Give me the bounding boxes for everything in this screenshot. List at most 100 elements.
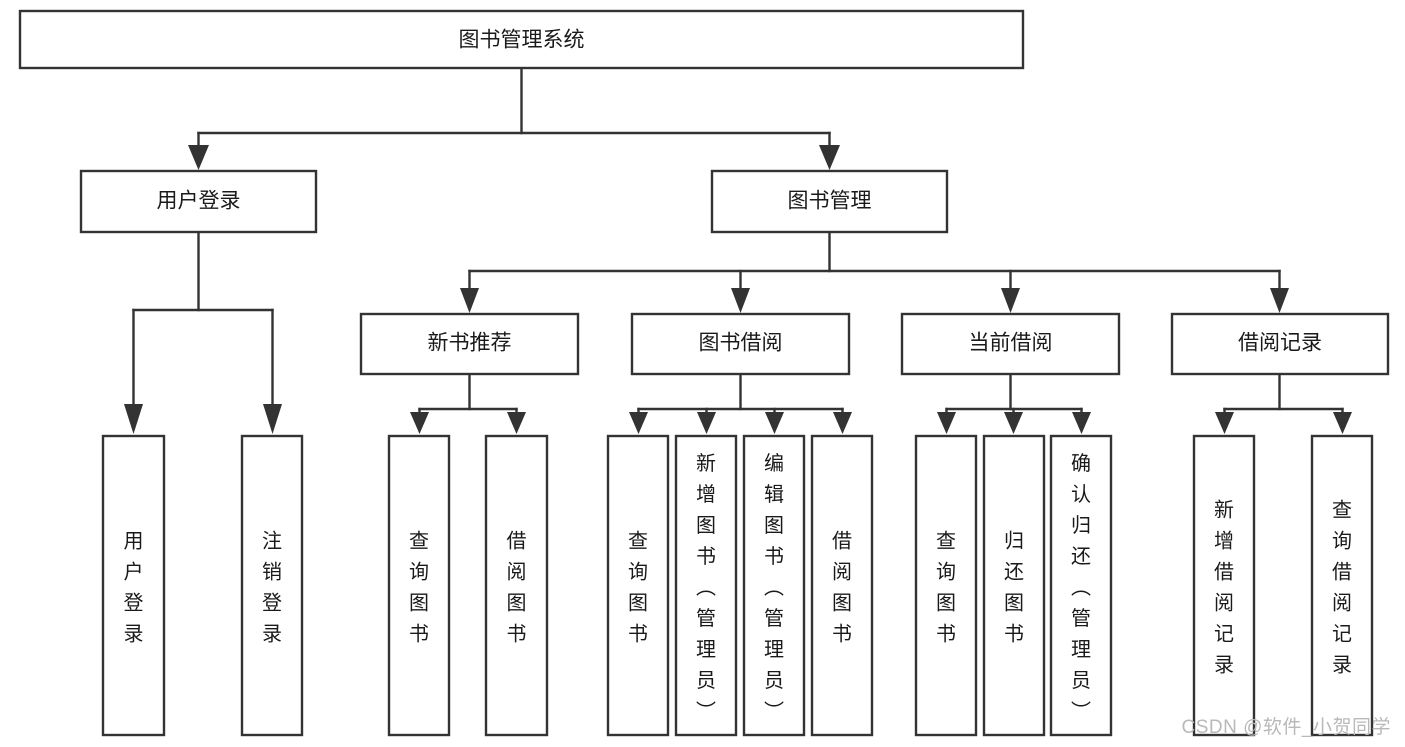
node-leaf-logout-login[interactable]: 注销登录 xyxy=(240,434,304,737)
node-leaf-query-book-3-box[interactable] xyxy=(914,434,978,737)
node-leaf-borrow-book-2-label: 借阅图书 xyxy=(832,530,852,646)
label-char: 书 xyxy=(628,623,648,646)
label-char: 管 xyxy=(1071,607,1091,630)
arrow-new-book-leaf-2 xyxy=(507,412,526,434)
label-char: 阅 xyxy=(832,561,852,584)
node-leaf-borrow-book-2-box[interactable] xyxy=(810,434,874,737)
node-leaf-query-book-2-box[interactable] xyxy=(606,434,670,737)
label-char: 录 xyxy=(124,624,144,646)
arrow-user-login-leaf-2 xyxy=(263,404,282,434)
label-char: 记 xyxy=(1332,623,1352,646)
node-leaf-query-book-1-box[interactable] xyxy=(387,434,451,737)
node-leaf-logout-login-label: 注销登录 xyxy=(262,530,282,646)
node-user-login-box[interactable] xyxy=(79,169,318,234)
node-leaf-borrow-book-1-box[interactable] xyxy=(484,434,549,737)
label-char: 录 xyxy=(1332,655,1352,677)
node-leaf-query-book-1[interactable]: 查询图书 xyxy=(387,434,451,737)
connector-layer xyxy=(124,66,1352,434)
label-char: 查 xyxy=(1332,499,1352,522)
node-root[interactable]: 图书管理系统 xyxy=(18,9,1025,70)
label-char: 书 xyxy=(832,623,852,646)
label-char: 书 xyxy=(409,623,429,646)
arrow-br-leaf-2 xyxy=(1333,412,1352,434)
label-char: 借 xyxy=(1332,561,1352,584)
label-char: 员 xyxy=(696,670,716,692)
node-root-box[interactable] xyxy=(18,9,1025,70)
node-borrow-record-label: 借阅记录 xyxy=(1238,332,1322,355)
node-leaf-query-borrow-record[interactable]: 查询借阅记录 xyxy=(1310,434,1374,737)
label-char: 销 xyxy=(262,561,282,584)
arrow-new-book-leaf-1 xyxy=(410,412,429,434)
node-leaf-confirm-return-admin-label: 确认归还︵管理员︶ xyxy=(1071,452,1091,723)
node-book-borrow[interactable]: 图书借阅 xyxy=(630,312,851,376)
node-leaf-logout-login-box[interactable] xyxy=(240,434,304,737)
node-current-borrow-box[interactable] xyxy=(900,312,1121,376)
arrow-bm-to-new-book-recommend xyxy=(460,288,479,313)
node-leaf-edit-book-admin[interactable]: 编辑图书︵管理员︶ xyxy=(742,434,806,737)
label-char: 查 xyxy=(409,530,429,553)
node-current-borrow[interactable]: 当前借阅 xyxy=(900,312,1121,376)
node-leaf-user-login-box[interactable] xyxy=(101,434,166,737)
node-leaf-query-book-2[interactable]: 查询图书 xyxy=(606,434,670,737)
arrow-cb-leaf-1 xyxy=(937,412,956,434)
label-char: ︶ xyxy=(764,700,784,723)
label-char: 图 xyxy=(1004,593,1024,615)
node-leaf-query-book-1-label: 查询图书 xyxy=(409,530,429,646)
node-leaf-borrow-book-2[interactable]: 借阅图书 xyxy=(810,434,874,737)
label-char: 书 xyxy=(696,545,716,568)
node-leaf-query-book-3[interactable]: 查询图书 xyxy=(914,434,978,737)
node-leaf-confirm-return-admin-box[interactable] xyxy=(1049,434,1113,737)
node-leaf-query-book-3-label: 查询图书 xyxy=(936,530,956,646)
node-leaf-borrow-book-1-label: 借阅图书 xyxy=(507,530,527,646)
label-char: 查 xyxy=(936,530,956,553)
label-char: ︶ xyxy=(1071,700,1091,723)
arrow-bb-leaf-2 xyxy=(697,412,716,434)
arrow-root-to-user-login xyxy=(188,145,209,170)
node-leaf-return-book[interactable]: 归还图书 xyxy=(982,434,1046,737)
node-leaf-add-book-admin-box[interactable] xyxy=(674,434,738,737)
node-borrow-record[interactable]: 借阅记录 xyxy=(1170,312,1390,376)
arrow-bm-to-book-borrow xyxy=(731,288,750,313)
node-book-management-box[interactable] xyxy=(710,169,949,234)
node-leaf-user-login[interactable]: 用户登录 xyxy=(101,434,166,737)
leaf-nodes: 用户登录注销登录查询图书借阅图书查询图书新增图书︵管理员︶编辑图书︵管理员︶借阅… xyxy=(101,434,1374,737)
node-new-book-recommend-label: 新书推荐 xyxy=(428,332,512,355)
label-char: 确 xyxy=(1071,452,1091,475)
node-leaf-add-borrow-record-box[interactable] xyxy=(1192,434,1256,737)
label-char: 录 xyxy=(262,624,282,646)
node-leaf-user-login-label: 用户登录 xyxy=(124,531,144,646)
node-borrow-record-box[interactable] xyxy=(1170,312,1390,376)
label-char: 图 xyxy=(764,515,784,537)
label-char: 图 xyxy=(832,593,852,615)
label-char: 书 xyxy=(1004,623,1024,646)
node-book-borrow-box[interactable] xyxy=(630,312,851,376)
node-new-book-recommend[interactable]: 新书推荐 xyxy=(359,312,580,376)
arrow-bb-leaf-3 xyxy=(765,412,784,434)
label-char: 借 xyxy=(507,530,527,553)
node-book-borrow-label: 图书借阅 xyxy=(699,332,783,355)
arrow-bm-to-borrow-record xyxy=(1270,288,1289,313)
node-user-login[interactable]: 用户登录 xyxy=(79,169,318,234)
label-char: 管 xyxy=(696,607,716,630)
node-leaf-add-borrow-record-label: 新增借阅记录 xyxy=(1214,499,1234,677)
node-leaf-add-book-admin[interactable]: 新增图书︵管理员︶ xyxy=(674,434,738,737)
node-new-book-recommend-box[interactable] xyxy=(359,312,580,376)
node-leaf-return-book-box[interactable] xyxy=(982,434,1046,737)
node-leaf-edit-book-admin-box[interactable] xyxy=(742,434,806,737)
label-char: 阅 xyxy=(1214,592,1234,615)
node-leaf-query-book-2-label: 查询图书 xyxy=(628,530,648,646)
node-book-management[interactable]: 图书管理 xyxy=(710,169,949,234)
label-char: 询 xyxy=(409,561,429,584)
node-leaf-add-borrow-record[interactable]: 新增借阅记录 xyxy=(1192,434,1256,737)
node-leaf-borrow-book-1[interactable]: 借阅图书 xyxy=(484,434,549,737)
node-book-management-label: 图书管理 xyxy=(788,190,872,213)
node-layer: 图书管理系统 用户登录 图书管理 新书推荐 图书借阅 xyxy=(18,9,1390,737)
label-char: ︵ xyxy=(1071,577,1091,599)
label-char: 借 xyxy=(832,530,852,553)
node-leaf-query-borrow-record-box[interactable] xyxy=(1310,434,1374,737)
label-char: 辑 xyxy=(764,483,784,506)
label-char: ︵ xyxy=(696,577,716,599)
node-leaf-confirm-return-admin[interactable]: 确认归还︵管理员︶ xyxy=(1049,434,1113,737)
label-char: 登 xyxy=(124,592,144,615)
label-char: 户 xyxy=(124,561,144,584)
